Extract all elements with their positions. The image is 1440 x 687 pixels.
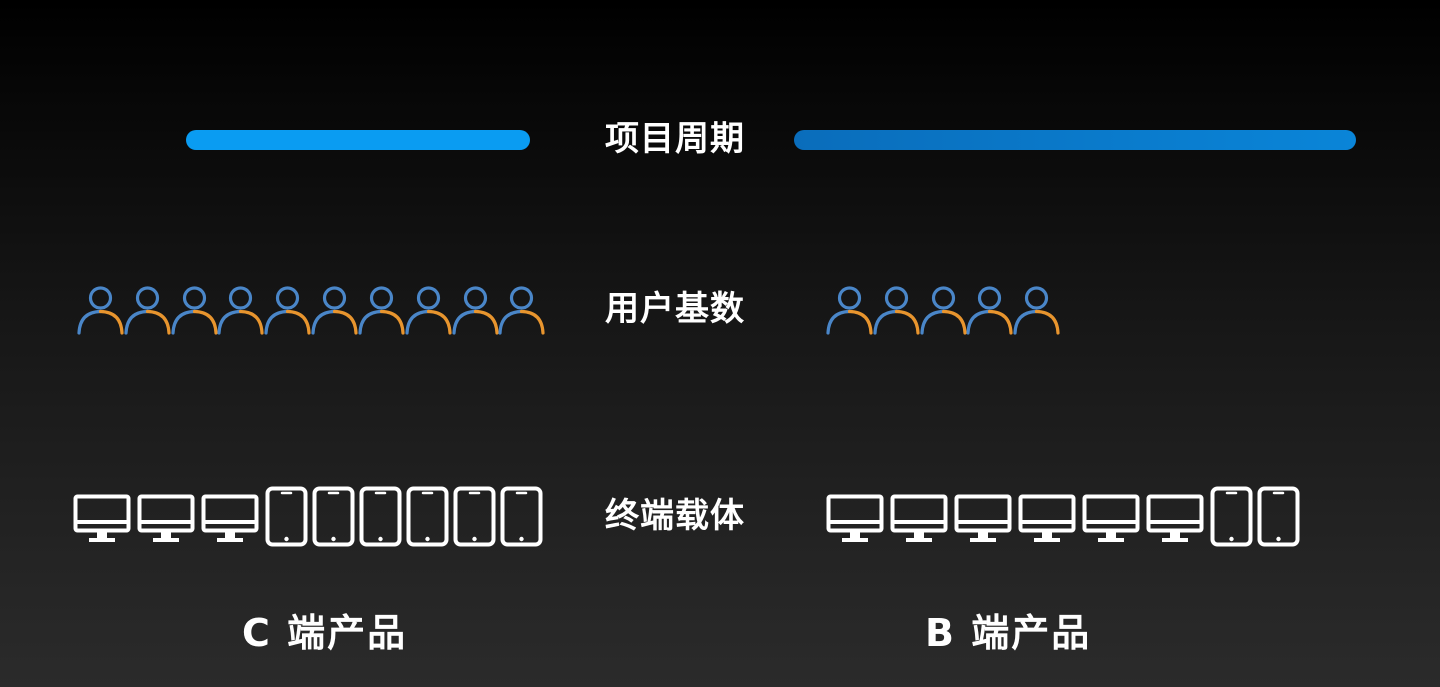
project-cycle-label: 项目周期	[605, 119, 745, 159]
b-device-icons	[826, 486, 1304, 547]
monitor-icon	[137, 491, 195, 547]
person-icon	[1013, 283, 1060, 335]
person-icon	[358, 283, 405, 335]
phone-icon	[406, 486, 449, 547]
phone-icon	[359, 486, 402, 547]
person-icon	[873, 283, 920, 335]
person-icon	[217, 283, 265, 335]
phone-icon	[500, 486, 543, 547]
phone-icon	[312, 486, 355, 547]
b-product-caption: B 端产品	[925, 611, 1092, 655]
person-icon	[451, 283, 499, 335]
person-icon	[264, 283, 311, 335]
person-icon	[966, 283, 1014, 335]
person-icon	[405, 283, 452, 335]
c-user-icons	[77, 283, 545, 335]
phone-icon	[1210, 486, 1253, 547]
phone-icon	[265, 486, 308, 547]
phone-icon	[453, 486, 496, 547]
monitor-icon	[826, 491, 884, 547]
b-user-icons	[826, 283, 1060, 335]
person-icon	[124, 283, 171, 335]
monitor-icon	[73, 491, 131, 547]
phone-icon	[1257, 486, 1300, 547]
terminal-carrier-label: 终端载体	[605, 496, 745, 536]
monitor-icon	[890, 491, 948, 547]
b-project-cycle-bar	[794, 130, 1356, 150]
monitor-icon	[201, 491, 259, 547]
c-product-caption: C 端产品	[242, 611, 408, 655]
user-base-label: 用户基数	[605, 289, 745, 329]
person-icon	[171, 283, 218, 335]
monitor-icon	[1018, 491, 1076, 547]
monitor-icon	[954, 491, 1012, 547]
monitor-icon	[1082, 491, 1140, 547]
person-icon	[920, 283, 967, 335]
person-icon	[826, 283, 873, 335]
person-icon	[311, 283, 358, 335]
person-icon	[498, 283, 545, 335]
monitor-icon	[1146, 491, 1204, 547]
person-icon	[77, 283, 124, 335]
c-device-icons	[73, 486, 547, 547]
c-project-cycle-bar	[186, 130, 530, 150]
